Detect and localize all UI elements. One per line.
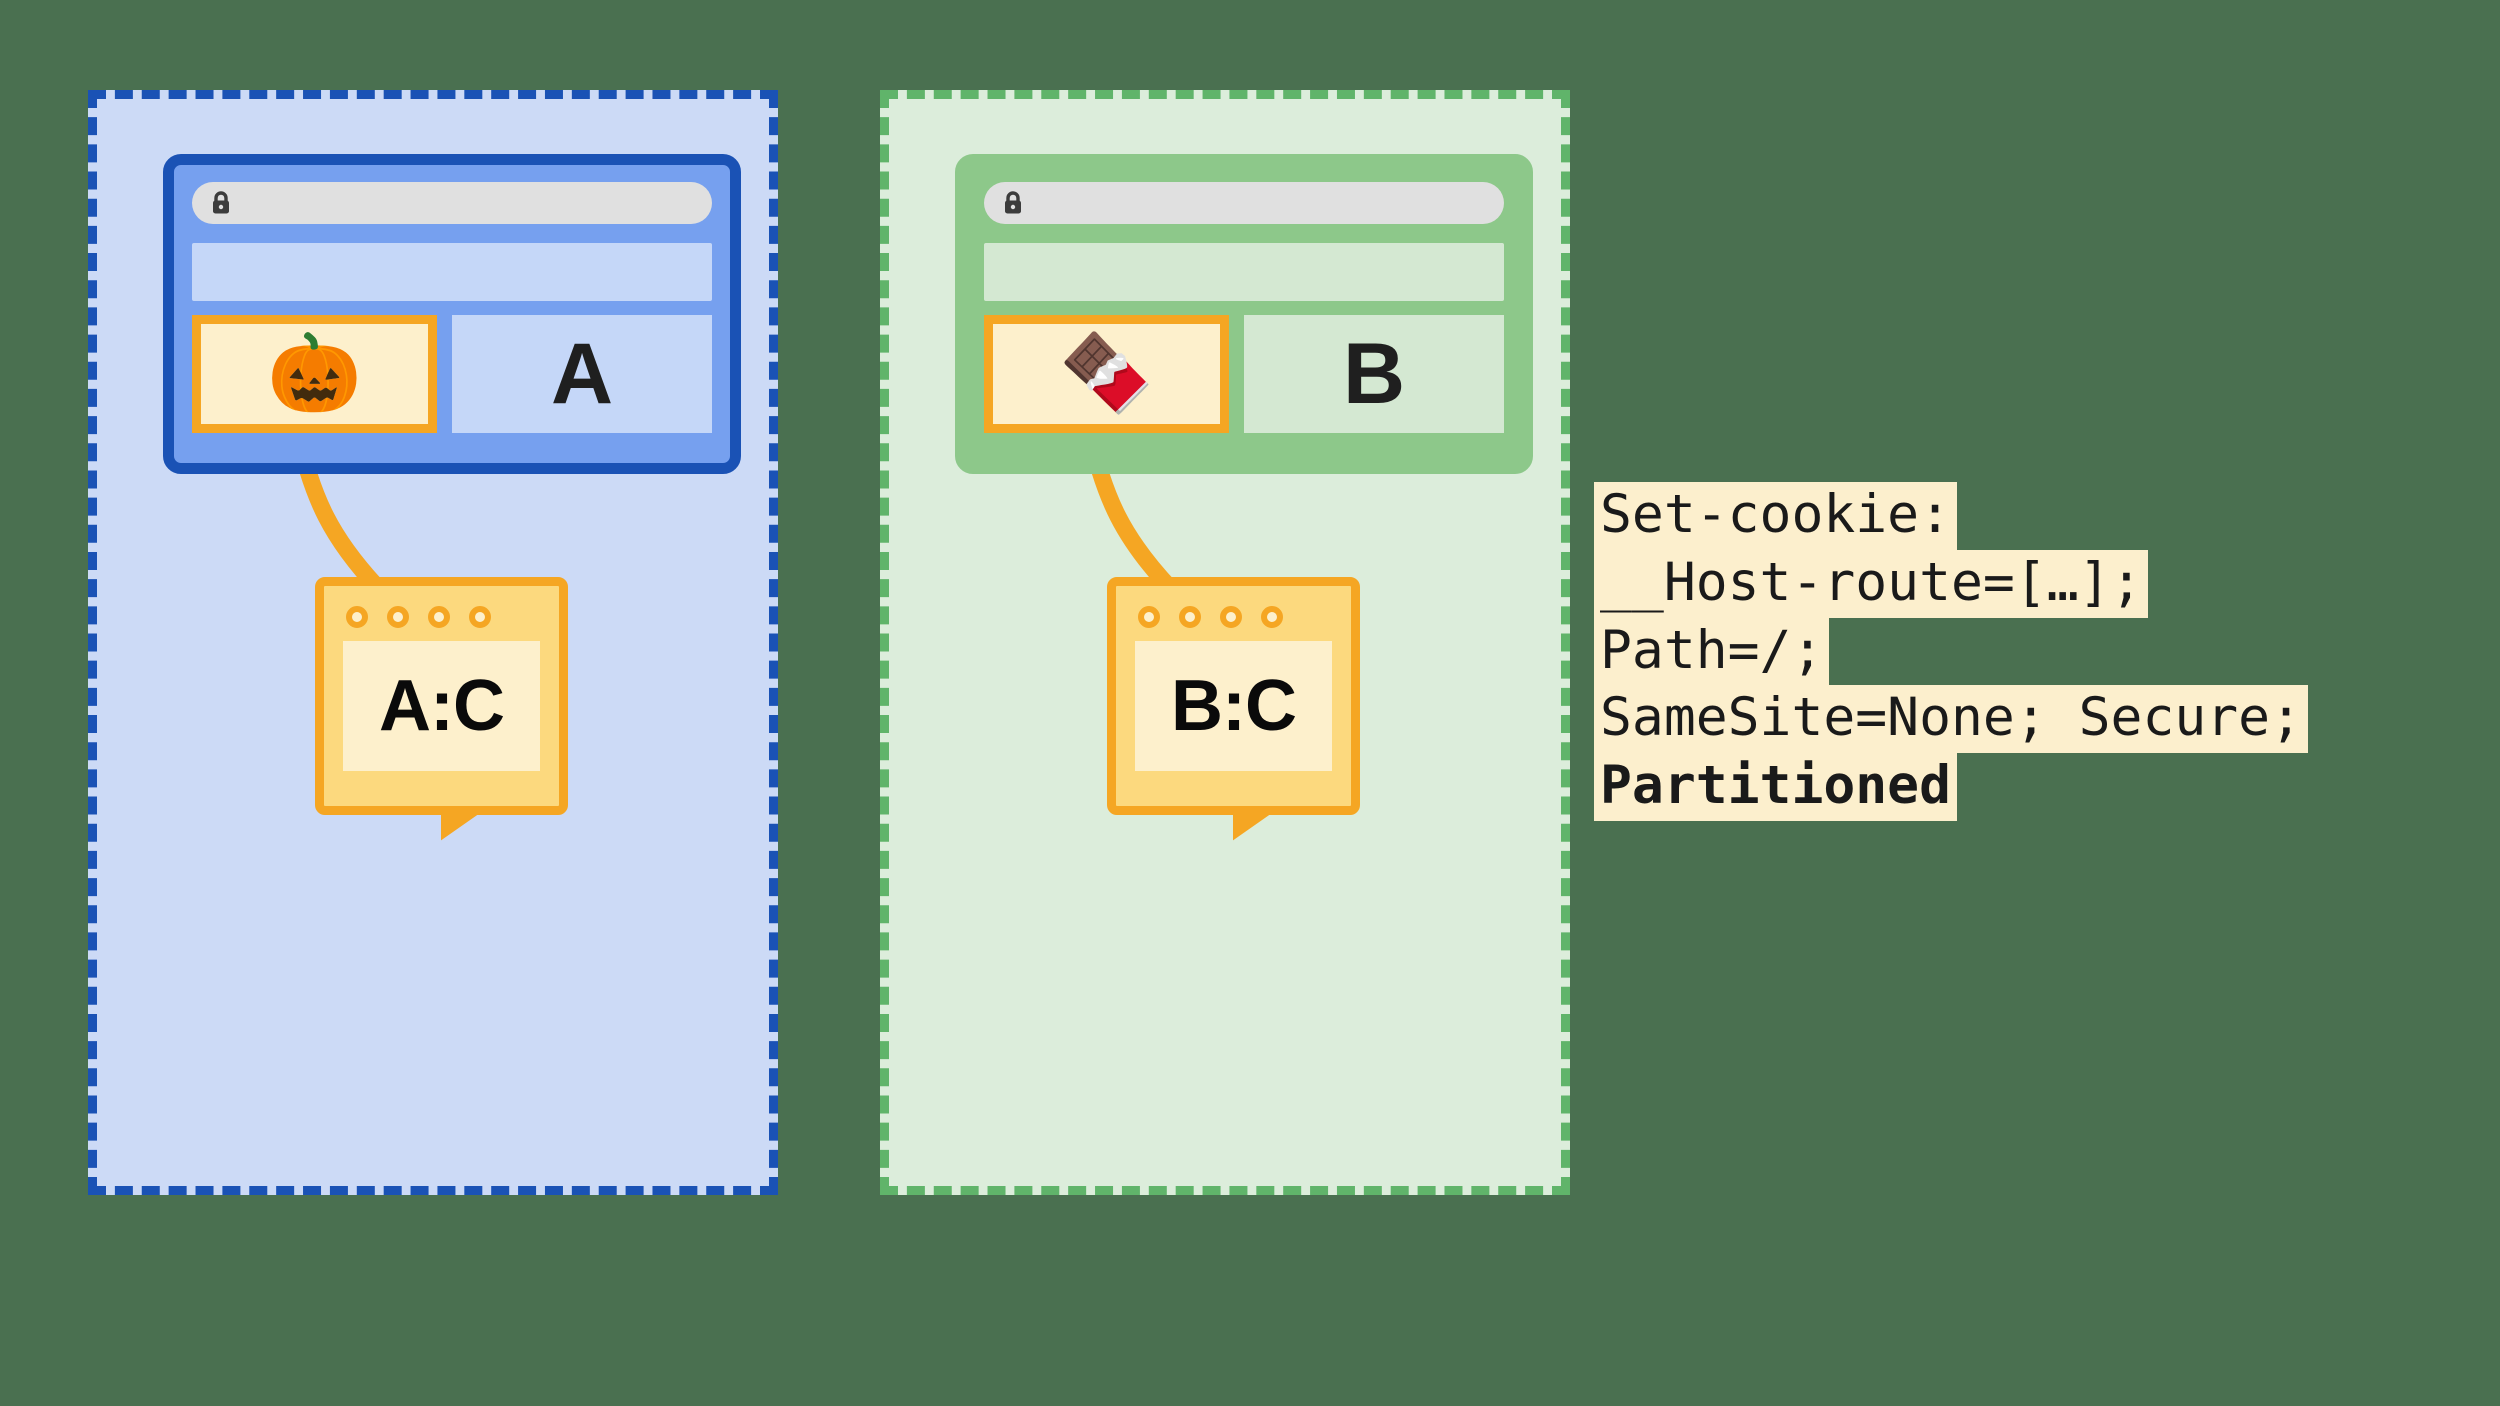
storage-dot bbox=[469, 606, 491, 628]
embedded-iframe-b: 🍫 bbox=[984, 315, 1229, 433]
browser-window-b: 🍫 B bbox=[955, 154, 1533, 474]
storage-partition-key-b: B:C bbox=[1171, 666, 1297, 746]
lock-icon bbox=[213, 191, 229, 214]
site-letter-a: A bbox=[550, 326, 614, 422]
set-cookie-code-block: Set-cookie: __Host-route=[…]; Path=/; Sa… bbox=[1594, 482, 2308, 821]
code-line-host-route: __Host-route=[…]; bbox=[1594, 549, 2149, 618]
storage-dot bbox=[1179, 606, 1201, 628]
chocolate-bar-emoji: 🍫 bbox=[1059, 331, 1154, 416]
storage-dot bbox=[428, 606, 450, 628]
browser-window-a: 🎃 A bbox=[163, 154, 741, 474]
code-line-path: Path=/; bbox=[1594, 617, 1830, 686]
site-panel-b: 🍫 B 🍪 B:C bbox=[880, 90, 1570, 1195]
browser-panes-b: 🍫 B bbox=[984, 315, 1504, 433]
code-line-samesite-secure: SameSite=None; Secure; bbox=[1594, 685, 2308, 754]
cookie-storage-box-b: B:C bbox=[1107, 577, 1360, 815]
storage-dot bbox=[1138, 606, 1160, 628]
storage-dot bbox=[1261, 606, 1283, 628]
url-bar-a[interactable] bbox=[192, 182, 712, 224]
storage-partition-key-a: A:C bbox=[379, 666, 505, 746]
embedded-iframe-a: 🎃 bbox=[192, 315, 437, 433]
code-line-partitioned: Partitioned bbox=[1594, 753, 1957, 821]
jack-o-lantern-emoji: 🎃 bbox=[267, 331, 362, 416]
storage-box-screen-a: A:C bbox=[343, 641, 540, 771]
storage-dot bbox=[387, 606, 409, 628]
storage-box-screen-b: B:C bbox=[1135, 641, 1332, 771]
site-content-pane-a: A bbox=[452, 315, 712, 433]
storage-box-dots-a bbox=[343, 606, 540, 628]
lock-icon bbox=[1005, 191, 1021, 214]
browser-panes-a: 🎃 A bbox=[192, 315, 712, 433]
site-panel-a: 🎃 A 🍪 A:C bbox=[88, 90, 778, 1195]
content-strip-a bbox=[192, 243, 712, 301]
site-content-pane-b: B bbox=[1244, 315, 1504, 433]
storage-dot bbox=[1220, 606, 1242, 628]
url-bar-b[interactable] bbox=[984, 182, 1504, 224]
storage-box-dots-b bbox=[1135, 606, 1332, 628]
code-line-set-cookie: Set-cookie: bbox=[1594, 482, 1957, 550]
cookie-storage-box-a: A:C bbox=[315, 577, 568, 815]
site-letter-b: B bbox=[1342, 326, 1406, 422]
storage-dot bbox=[346, 606, 368, 628]
content-strip-b bbox=[984, 243, 1504, 301]
